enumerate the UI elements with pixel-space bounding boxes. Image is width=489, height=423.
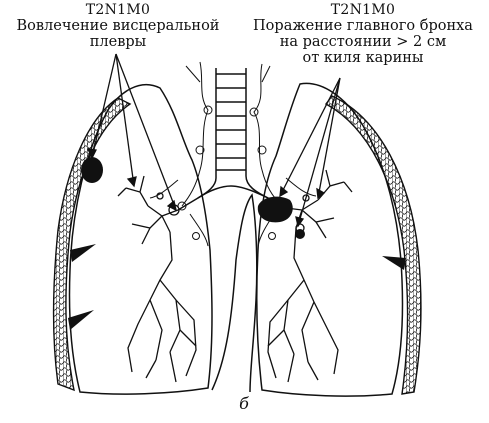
left-pointer-3	[115, 53, 177, 211]
right-pointer-2	[297, 77, 341, 227]
right-lung-outline	[256, 82, 404, 397]
pleural-tumour	[81, 157, 103, 183]
lymph-node-metastasis	[295, 229, 305, 239]
bronchus-tumour	[257, 196, 293, 223]
right-description-line-2: на расстоянии > 2 см	[279, 34, 447, 50]
lung-outlines	[68, 82, 404, 397]
tumours	[81, 157, 305, 239]
lymph-network	[149, 61, 317, 247]
trachea	[177, 68, 287, 211]
left-description-line-1: Вовлечение висцеральной	[16, 18, 220, 34]
left-pointer-2	[115, 53, 135, 187]
right-description-line-1: Поражение главного бронха	[253, 18, 473, 34]
left-lung-outline	[68, 83, 213, 395]
right-annotation: T2N1M0 Поражение главного бронха на расс…	[238, 2, 488, 66]
pointer-lines	[86, 53, 341, 228]
left-description-line-2: плевры	[89, 34, 147, 50]
figure-caption: б	[239, 394, 249, 413]
left-stage-label: T2N1M0	[85, 2, 151, 18]
right-description-line-3: от киля карины	[302, 50, 424, 66]
left-annotation: T2N1M0 Вовлечение висцеральной плевры	[0, 2, 236, 50]
right-pointer-1	[279, 77, 341, 197]
right-pointer-3	[317, 77, 341, 199]
left-bronchial-tree	[117, 175, 197, 383]
left-pointer-1	[91, 53, 117, 159]
left-visceral-pleura	[52, 97, 132, 392]
right-stage-label: T2N1M0	[330, 2, 396, 18]
right-visceral-pleura	[324, 95, 422, 395]
pleura	[52, 95, 422, 395]
